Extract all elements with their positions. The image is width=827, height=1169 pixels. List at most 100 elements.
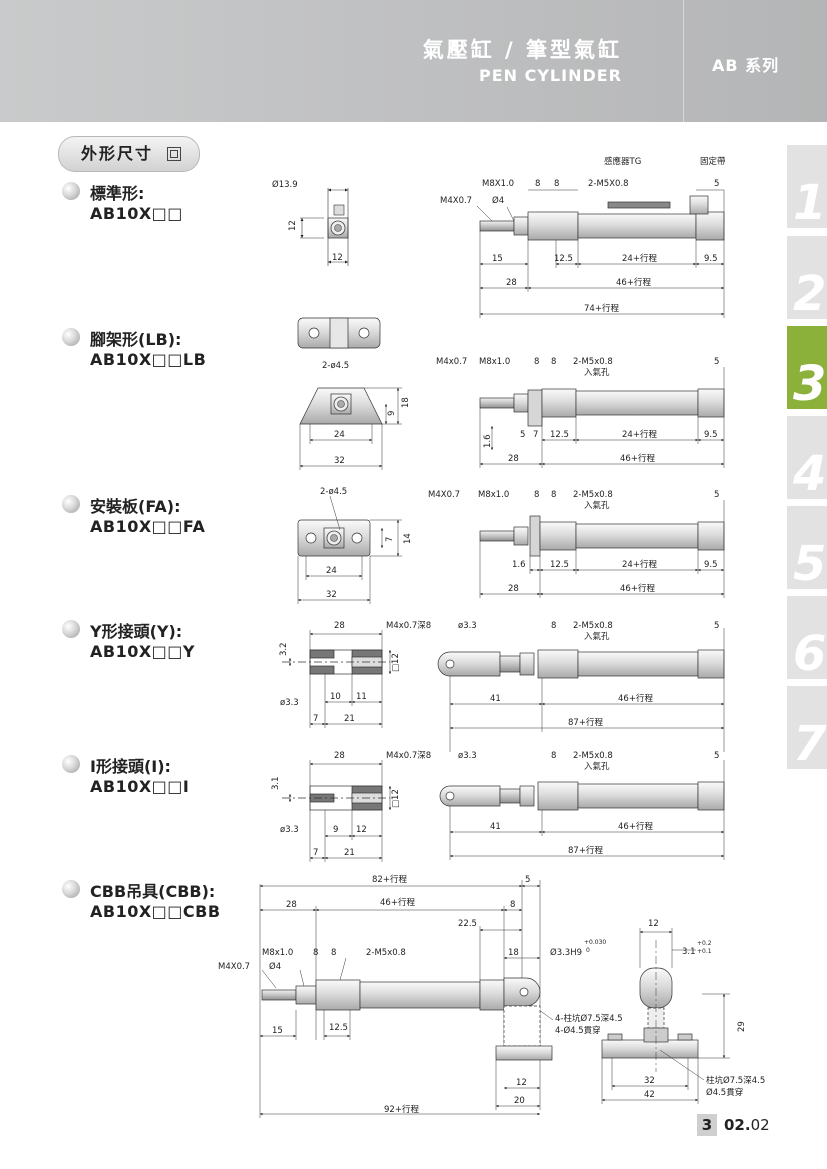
dim-label: □12 [391, 789, 401, 808]
standard-end-view [300, 188, 349, 266]
dim-label: 5 [714, 751, 719, 761]
tab-label: 2 [793, 266, 827, 319]
dim-label: 入氣孔 [584, 631, 610, 642]
bullet-icon [62, 880, 80, 898]
dim-label: 8 [551, 621, 556, 631]
dim-tolerance: +0.1 [697, 948, 712, 955]
dim-label: 7 [313, 848, 318, 858]
dim-label: 5 [714, 357, 719, 367]
model-name: CBB吊具(CBB): [90, 882, 216, 901]
dim-label: M4x0.7深8 [386, 751, 431, 761]
dim-label: 87+行程 [568, 845, 603, 856]
fa-cylinder [479, 515, 725, 557]
dim-label: M4X0.7 [428, 490, 460, 500]
dim-label: 12.5 [550, 430, 569, 440]
dim-label: 15 [272, 1026, 283, 1036]
page-header: 氣壓缸 / 筆型氣缸 PEN CYLINDER AB 系列 [0, 0, 827, 122]
chapter-tab-5[interactable]: 5 [787, 506, 827, 589]
model-code: AB10X□□CBB [90, 902, 221, 921]
dim-label: 41 [490, 822, 501, 832]
lb-cylinder [479, 388, 725, 427]
dim-label: Ø4 [492, 195, 504, 206]
section-heading-label: 外形尺寸 [81, 144, 154, 163]
dim-label: 92+行程 [384, 1104, 419, 1115]
dim-label: 12 [332, 253, 343, 263]
dim-label: 柱坑Ø7.5深4.5 [706, 1075, 765, 1086]
dim-label: ø3.3 [458, 751, 477, 761]
bullet-icon [62, 495, 80, 513]
dim-label: M8X1.0 [482, 179, 514, 189]
dim-label: 4-柱坑Ø7.5深4.5 [555, 1013, 623, 1024]
dim-label: 32 [334, 456, 345, 466]
chapter-tab-7[interactable]: 7 [787, 686, 827, 769]
dim-label: 2-M5x0.8 [366, 948, 406, 958]
header-divider [683, 0, 684, 122]
dim-label: Ø4.5貫穿 [706, 1087, 743, 1098]
dim-label: 9.5 [704, 560, 718, 570]
dim-label: 8 [510, 900, 515, 910]
tab-label: 6 [793, 626, 827, 679]
dim-label: 7 [313, 714, 318, 724]
dim-label: 2-M5x0.8 [573, 621, 613, 631]
dim-label: M8x1.0 [478, 490, 509, 500]
dim-label: 1.6 [483, 434, 493, 448]
dim-label: 7 [533, 430, 538, 440]
dim-label: 5 [520, 430, 525, 440]
dim-label: 28 [508, 454, 519, 464]
dim-label: ø3.3 [280, 698, 299, 708]
dim-label: 18 [508, 948, 519, 958]
dim-label: 5 [714, 179, 719, 189]
dim-label: 12 [516, 1078, 527, 1088]
dim-label: 2-M5x0.8 [573, 357, 613, 367]
dim-label: 8 [535, 179, 540, 189]
dim-label: 固定帶 [700, 156, 726, 167]
dim-label: M4x0.7 [436, 357, 467, 367]
dim-label: 28 [334, 751, 345, 761]
dim-label: 4-Ø4.5貫穿 [555, 1025, 601, 1036]
dim-label: 8 [551, 357, 556, 367]
dim-label: 2-ø4.5 [322, 361, 349, 371]
dim-label: 24+行程 [622, 253, 657, 264]
chapter-tab-1[interactable]: 1 [787, 145, 827, 228]
dim-label: 2-M5x0.8 [573, 490, 613, 500]
dim-label: 7 [385, 537, 395, 542]
i-joint-section [282, 785, 390, 811]
dim-label: Ø13.9 [272, 179, 298, 190]
i-cylinder [439, 781, 725, 811]
dim-label: 8 [554, 179, 559, 189]
chapter-tab-3[interactable]: 3 [787, 326, 827, 409]
dim-label: Ø3.3H9 [550, 947, 582, 958]
dim-tolerance: +0.030 [584, 939, 606, 946]
dim-label: 10 [330, 692, 341, 702]
chapter-tab-2[interactable]: 2 [787, 236, 827, 319]
dim-tolerance: 0 [586, 947, 590, 954]
dim-label: 9 [387, 411, 397, 416]
dim-label: 9.5 [704, 254, 718, 264]
model-code: AB10X□□ [90, 204, 183, 223]
dim-label: 29 [737, 1021, 747, 1032]
dim-label: 42 [644, 1090, 655, 1100]
dim-label: 20 [514, 1096, 525, 1106]
dim-tolerance: +0.2 [697, 940, 712, 947]
dim-label: 14 [403, 533, 413, 544]
dim-label: 12.5 [329, 1023, 348, 1033]
model-name: 安裝板(FA): [90, 497, 181, 516]
dim-label: 12 [356, 825, 367, 835]
dim-label: 24 [334, 430, 345, 440]
drawing-icon [167, 147, 181, 161]
dim-label: 3.2 [279, 642, 289, 656]
dim-label: 8 [331, 948, 336, 958]
model-name: 標準形: [90, 184, 145, 203]
footer-page-rest: 02 [750, 1116, 770, 1134]
dim-label: 2-M5x0.8 [573, 751, 613, 761]
chapter-tab-6[interactable]: 6 [787, 596, 827, 679]
chapter-tab-4[interactable]: 4 [787, 416, 827, 499]
dim-label: 46+行程 [380, 897, 415, 908]
dim-label: 5 [525, 875, 530, 885]
footer-page-bold: 02. [724, 1116, 751, 1134]
dim-label: 11 [356, 692, 367, 702]
dim-label: 22.5 [458, 919, 477, 929]
section-heading: 外形尺寸 [58, 136, 200, 172]
model-name: Y形接頭(Y): [90, 622, 183, 641]
